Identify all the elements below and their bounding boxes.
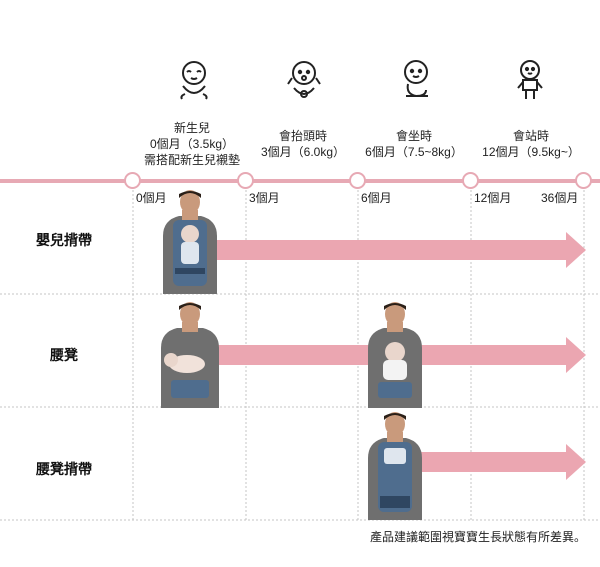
footnote: 產品建議範圍視寶寶生長狀態有所差異。: [369, 530, 586, 544]
range-arrow-head-infant-carrier: [566, 232, 586, 268]
timeline-node-12m: [462, 172, 479, 189]
age-tick-36m: 36個月: [541, 191, 579, 205]
hip-seat-carrier-photo: [368, 412, 422, 520]
age-tick-12m: 12個月: [474, 191, 512, 205]
infant-carrier-photo: [163, 190, 217, 294]
stage-label-sitting: 會坐時 6個月（7.5~8kg）: [365, 129, 463, 159]
hip-seat-photo-6m: [368, 302, 422, 408]
hip-seat-photo: [161, 302, 219, 408]
standing-baby-icon: [517, 60, 543, 99]
range-arrow-infant-carrier: [212, 240, 568, 260]
stage-label-standing: 會站時 12個月（9.5kg~）: [482, 129, 580, 159]
stage-label-head-lifting: 會抬頭時 3個月（6.0kg）: [260, 129, 346, 159]
age-tick-3m: 3個月: [249, 191, 280, 205]
row-title-infant-carrier: 嬰兒揹帶: [36, 232, 92, 248]
stage-label-newborn: 新生兒 0個月（3.5kg） 需搭配新生兒襯墊: [143, 121, 240, 167]
age-tick-0m: 0個月: [136, 191, 167, 205]
range-arrow-head-hip-seat: [566, 337, 586, 373]
newborn-baby-icon: [180, 61, 208, 100]
timeline-node-36m: [575, 172, 592, 189]
row-title-hip-seat: 腰凳: [50, 347, 78, 363]
timeline-bar: [0, 179, 600, 183]
head-lifting-baby-icon: [287, 61, 321, 98]
age-tick-6m: 6個月: [361, 191, 392, 205]
range-arrow-hip-seat-carrier: [412, 452, 568, 472]
sitting-baby-icon: [404, 60, 428, 98]
timeline-node-6m: [349, 172, 366, 189]
row-title-hip-seat-carrier: 腰凳揹帶: [36, 461, 92, 477]
range-arrow-head-hip-seat-carrier: [566, 444, 586, 480]
timeline-node-3m: [237, 172, 254, 189]
timeline-node-0m: [124, 172, 141, 189]
